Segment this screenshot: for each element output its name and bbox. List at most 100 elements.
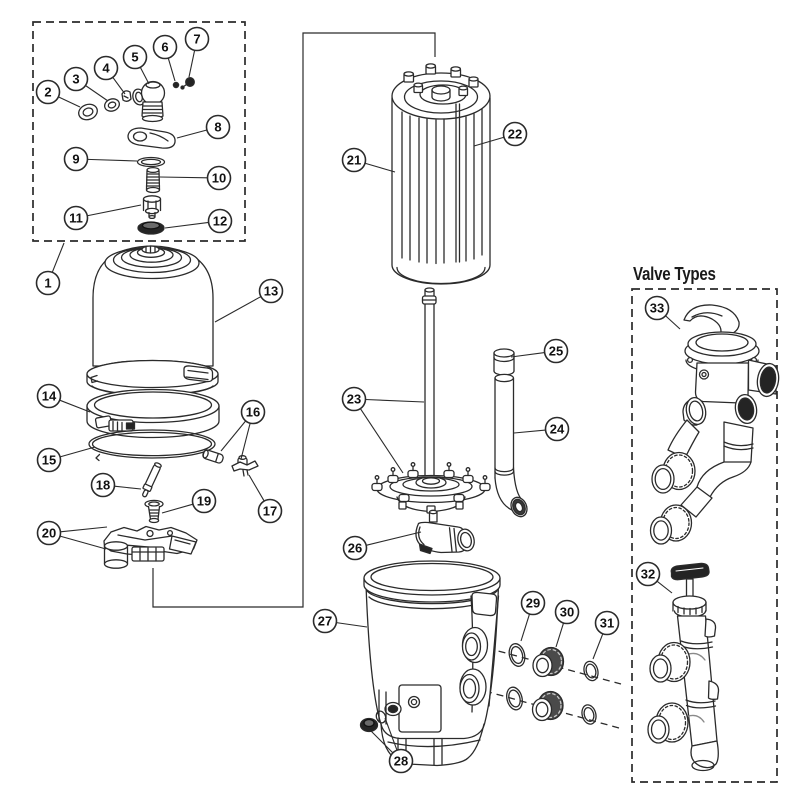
callout-19: 19	[161, 488, 217, 514]
callout-number: 5	[131, 50, 138, 65]
callout-leader-line	[336, 622, 368, 628]
callout-circle	[341, 386, 367, 412]
air-relief-valve-drawing	[132, 80, 166, 123]
strainer-drawing	[145, 166, 161, 194]
callout-8: 8	[176, 114, 231, 140]
fitting-drawing	[142, 195, 162, 220]
callout-number: 32	[641, 567, 655, 582]
clamp-ring-drawing	[86, 388, 220, 439]
callout-14: 14	[36, 383, 91, 413]
callout-circle	[554, 599, 580, 625]
callout-leader-line	[555, 622, 565, 648]
callout-circle	[35, 79, 61, 105]
sight-glass-drawing	[202, 449, 224, 464]
callout-leader-line	[214, 296, 262, 323]
callout-number: 21	[347, 153, 361, 168]
callout-leader-line	[513, 429, 546, 434]
clamp-cam-drawing	[127, 127, 176, 149]
callout-leader-line	[473, 136, 505, 147]
callout-circle	[90, 472, 116, 498]
callout-26: 26	[342, 531, 422, 561]
drain-plug-drawing	[359, 710, 387, 733]
callout-12: 12	[164, 208, 233, 234]
callout-leader-line	[59, 399, 91, 413]
callout-number: 15	[42, 453, 56, 468]
callout-number: 33	[650, 301, 664, 316]
callout-number: 2	[44, 85, 51, 100]
callout-number: 7	[193, 32, 200, 47]
callout-leader-line	[159, 176, 208, 179]
callout-number: 11	[69, 211, 83, 226]
callout-circle	[520, 590, 546, 616]
callout-number: 18	[96, 478, 110, 493]
callout-33: 33	[644, 295, 681, 330]
callout-number: 29	[526, 596, 540, 611]
callout-leader-line	[59, 446, 96, 458]
callout-leader-line	[366, 531, 422, 546]
callout-circle	[544, 416, 570, 442]
callout-circle	[644, 295, 670, 321]
callout-27: 27	[312, 608, 368, 634]
pipe-adapter-drawing	[493, 348, 515, 376]
callout-number: 30	[560, 605, 574, 620]
callout-leader-line	[176, 129, 208, 139]
callout-5: 5	[122, 44, 150, 85]
callout-circle	[152, 34, 178, 60]
callout-number: 13	[264, 284, 278, 299]
callout-number: 17	[263, 504, 277, 519]
callout-21: 21	[341, 147, 396, 173]
callout-2: 2	[35, 79, 81, 108]
callout-circle	[543, 338, 569, 364]
callout-leader-line	[665, 315, 681, 330]
callout-circle	[63, 146, 89, 172]
callout-3: 3	[63, 66, 109, 102]
bleed-plug-drawing	[144, 499, 164, 524]
callout-24: 24	[513, 416, 570, 442]
callout-leader-line	[164, 221, 209, 229]
callout-circle	[341, 147, 367, 173]
callout-circle	[36, 383, 62, 409]
callout-leader-line	[85, 85, 109, 102]
callout-number: 12	[213, 214, 227, 229]
callout-leader-line	[248, 474, 265, 502]
callout-25: 25	[510, 338, 569, 364]
bulkhead-fitting-set-drawing	[506, 643, 599, 725]
grid-posts-drawing	[403, 63, 479, 97]
callout-leader-line	[139, 66, 150, 85]
callout-number: 3	[72, 72, 79, 87]
callout-leader-line	[161, 503, 194, 514]
callout-16: 16	[220, 399, 266, 460]
callout-leader-line	[656, 580, 673, 594]
callout-circle	[122, 44, 148, 70]
standpipe-tube-drawing	[494, 373, 528, 518]
callout-number: 24	[550, 422, 565, 437]
callout-number: 4	[102, 61, 110, 76]
callout-leader-line	[384, 717, 398, 751]
callout-circle	[635, 561, 661, 587]
callout-number: 8	[214, 120, 221, 135]
callout-1: 1	[35, 242, 65, 296]
drain-pin-drawing	[142, 462, 162, 498]
filter-lid-drawing	[86, 245, 219, 397]
callout-circle	[342, 535, 368, 561]
callout-circle	[191, 488, 217, 514]
callout-17: 17	[248, 474, 283, 524]
callout-circle	[93, 55, 119, 81]
air-bleed-assembly-drawing	[78, 77, 195, 235]
standpipe-drawing	[421, 287, 437, 481]
callout-circle	[257, 498, 283, 524]
callout-number: 6	[161, 40, 168, 55]
callout-leader-line	[220, 420, 247, 452]
callout-29: 29	[520, 590, 546, 642]
callout-circle	[258, 278, 284, 304]
callout-number: 28	[394, 754, 408, 769]
callout-9: 9	[63, 146, 138, 172]
lower-tank-drawing	[363, 560, 501, 767]
callout-7: 7	[184, 26, 210, 78]
callout-circle	[35, 270, 61, 296]
callout-4: 4	[93, 55, 126, 95]
tank-oring-drawing	[88, 429, 216, 462]
